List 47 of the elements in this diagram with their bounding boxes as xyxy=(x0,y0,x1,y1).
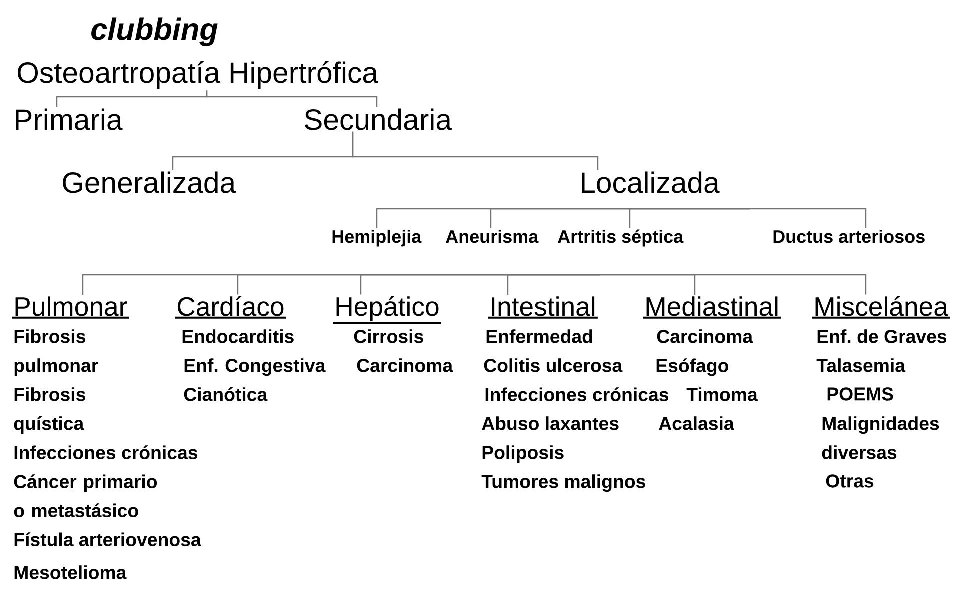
connector-line xyxy=(750,208,867,228)
list-item: Poliposis xyxy=(482,446,564,463)
list-item: Malignidades diversas xyxy=(822,416,940,460)
tree-label: Secundaria xyxy=(304,108,452,130)
category-heading: Miscelánea xyxy=(812,296,950,319)
tree-label: Osteoartropatía Hipertrófica xyxy=(18,61,378,90)
category-heading: Cardíaco xyxy=(175,296,286,319)
category-heading: Pulmonar xyxy=(12,296,130,319)
list-item: Acalasia xyxy=(659,416,734,430)
connector-line xyxy=(629,208,750,228)
list-item: Timoma xyxy=(686,388,758,402)
list-item: Otras xyxy=(826,474,874,488)
list-item: Talasemia xyxy=(816,358,906,372)
site-label: Aneurisma xyxy=(446,230,539,244)
list-item: Fístula arteriovenosa xyxy=(14,532,202,546)
site-label: Hemiplejia xyxy=(332,230,422,247)
site-label: Artritis séptica xyxy=(558,230,684,247)
title: clubbing xyxy=(92,18,218,46)
list-item: POEMS xyxy=(828,388,894,401)
list-item: Enfermedad xyxy=(486,330,592,344)
list-item: Cirrosis xyxy=(354,330,424,344)
list-item: Tumores malignos xyxy=(482,474,646,492)
tree-label: Primaria xyxy=(16,108,123,130)
list-item: Carcinoma xyxy=(357,358,454,372)
category-heading: Intestinal xyxy=(488,296,598,319)
list-item: Esófago xyxy=(656,358,729,376)
list-item: Colitis ulcerosa xyxy=(484,358,623,372)
tree-label: Localizada xyxy=(582,172,720,194)
list-item: Abuso laxantes xyxy=(482,416,619,430)
category-heading: Hepático xyxy=(333,296,442,324)
list-item: Cáncer primario o metastásico xyxy=(14,474,158,518)
list-item: Infecciones crónicas xyxy=(486,388,668,402)
list-item: Fibrosis quística xyxy=(14,388,86,434)
list-item: Carcinoma xyxy=(657,330,754,344)
connector-line xyxy=(507,274,600,296)
site-label: Ductus arteriosos xyxy=(774,230,925,244)
list-item: Enf. Congestiva Cianótica xyxy=(184,358,326,402)
connector-line xyxy=(352,132,599,170)
list-item: Infecciones crónicas xyxy=(14,446,198,460)
list-item: Fibrosis pulmonar xyxy=(14,330,98,376)
list-item: Mesotelioma xyxy=(14,566,127,580)
connector-line xyxy=(600,274,867,295)
connector-line xyxy=(206,90,378,108)
list-item: Endocarditis xyxy=(182,330,294,344)
list-item: Enf. de Graves xyxy=(818,330,947,344)
tree-label: Generalizada xyxy=(63,172,236,194)
category-heading: Mediastinal xyxy=(643,296,782,319)
